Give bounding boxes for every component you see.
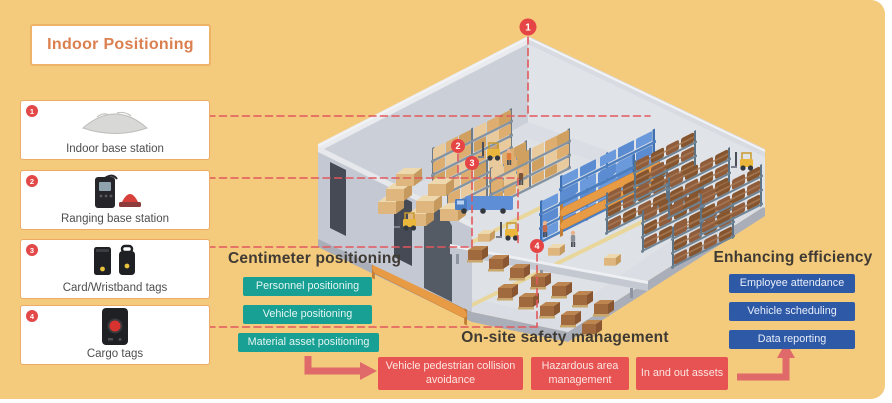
- centimeter-positioning-heading: Centimeter positioning: [228, 250, 402, 267]
- enhancing-efficiency-heading: Enhancing efficiency: [713, 249, 873, 266]
- vehicle-scheduling-button: Vehicle scheduling: [729, 302, 855, 321]
- card-1-badge: 1: [26, 105, 38, 117]
- arrow-right-icon: [304, 356, 360, 375]
- ranging-base-station-icon: [21, 174, 209, 210]
- card-1-label: Indoor base station: [66, 143, 164, 155]
- marker-2: 2: [455, 141, 460, 151]
- material-asset-positioning-button: Material asset positioning: [238, 333, 379, 352]
- card-4-badge: 4: [26, 310, 38, 322]
- hazardous-area-management-button: Hazardous area management: [531, 357, 629, 390]
- flow-arrows: [304, 342, 795, 381]
- legend-card-card-wristband-tags: 3 Card/Wristband tags: [20, 239, 210, 299]
- personnel-positioning-button: Personnel positioning: [243, 277, 372, 296]
- dashed-connectors: [207, 36, 651, 328]
- marker-3: 3: [469, 158, 474, 168]
- indoor-base-station-icon: [21, 104, 209, 140]
- vehicle-pedestrian-collision-button: Vehicle pedestrian collision avoidance: [378, 357, 523, 390]
- page-title-text: Indoor Positioning: [47, 36, 194, 53]
- card-4-label: Cargo tags: [86, 348, 144, 360]
- marker-4: 4: [534, 241, 539, 251]
- cargo-tags-icon: [21, 308, 209, 345]
- legend-card-indoor-base-station: 1 Indoor base station: [20, 100, 210, 160]
- onsite-safety-heading: On-site safety management: [461, 329, 669, 346]
- card-2-badge: 2: [26, 175, 38, 187]
- card-3-label: Card/Wristband tags: [62, 282, 168, 294]
- marker-1: 1: [525, 23, 531, 34]
- card-3-badge: 3: [26, 244, 38, 256]
- truck-icon: [455, 196, 513, 214]
- legend-card-cargo-tags: 4 Cargo tags: [20, 305, 210, 365]
- data-reporting-button: Data reporting: [729, 330, 855, 349]
- page-title: Indoor Positioning: [30, 24, 211, 66]
- in-and-out-assets-button: In and out assets: [636, 357, 728, 390]
- card-wristband-tags-icon: [21, 243, 209, 279]
- map-markers: 1 2 3 4: [451, 18, 544, 253]
- vehicle-positioning-button: Vehicle positioning: [243, 305, 372, 324]
- legend-card-ranging-base-station: 2 Ranging base station: [20, 170, 210, 230]
- employee-attendance-button: Employee attendance: [729, 274, 855, 293]
- card-2-label: Ranging base station: [60, 213, 170, 225]
- arrow-up-icon: [737, 358, 790, 381]
